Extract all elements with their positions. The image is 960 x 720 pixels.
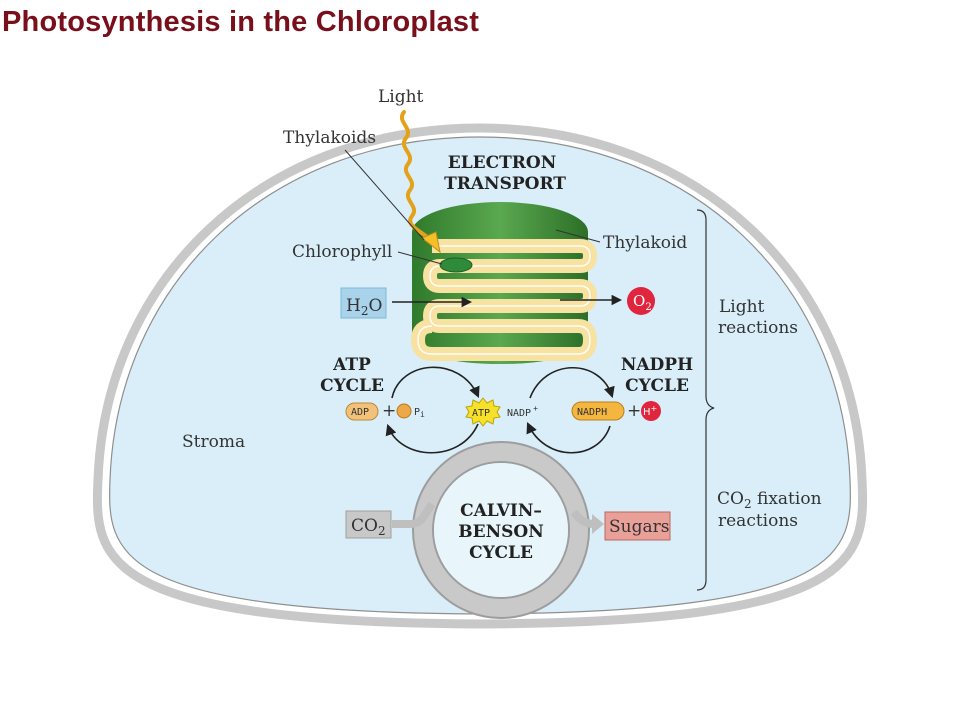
light-arrowhead-icon [421,231,441,254]
co2-fixation-label-1: CO2 fixation [717,489,822,511]
co2-box: CO2 [345,510,392,539]
svg-text:ADP: ADP [351,407,369,418]
electron-transport-label-2: TRANSPORT [444,174,566,194]
atp-cycle-arrow-top [391,366,480,399]
nadph-cycle-arrow-bottom [526,421,611,454]
co2-input-arrow [392,501,436,528]
phosphate-icon [396,403,412,419]
nadp-label: NADP+ [507,404,538,419]
nadph-cycle-label-1: NADPH [621,355,693,375]
calvin-label-1: CALVIN– [460,501,542,521]
thylakoid-label: Thylakoid [603,233,687,253]
svg-text:ATP: ATP [472,408,490,419]
chlorophyll-blob [439,257,473,273]
svg-text:O2: O2 [633,292,652,313]
nadph-cycle-label-2: CYCLE [625,376,689,396]
nadph-cycle-arrow-top [529,366,615,399]
page-title: Photosynthesis in the Chloroplast [2,6,480,38]
stroma-label: Stroma [182,432,245,452]
pi-label: Pi [414,407,425,419]
h2o-box: H2O [340,287,387,319]
thylakoid-leader [555,229,601,243]
calvin-label-3: CYCLE [469,543,533,563]
calvin-benson-ring [412,441,590,619]
light-wave-icon [400,110,432,242]
co2-fixation-label-2: reactions [718,511,798,531]
electron-transport-label-1: ELECTRON [448,153,557,173]
light-label: Light [378,87,424,107]
svg-text:NADPH: NADPH [577,407,607,418]
svg-text:CO2: CO2 [351,516,386,538]
svg-text:Sugars: Sugars [609,517,669,537]
svg-text:H2O: H2O [346,296,382,318]
atp-cycle-label-2: CYCLE [320,376,384,396]
chloroplast-envelope [92,123,868,629]
calvin-label-2: BENSON [458,522,544,542]
chlorophyll-label: Chlorophyll [292,242,392,262]
thylakoid-stack [411,202,597,364]
h-plus-ion: H+ [641,401,661,421]
atp-cycle-label-1: ATP [332,355,371,375]
adp-pill: ADP [345,402,379,421]
co2-fixation-bracket [696,420,707,591]
light-reactions-bracket [696,209,715,421]
sugars-box: Sugars [604,511,671,541]
light-reactions-label-1: Light [719,297,765,317]
thylakoids-label: Thylakoids [283,128,376,148]
atp-cycle-arrow-bottom [385,423,479,454]
svg-text:H+: H+ [643,404,657,418]
plus-1: + [382,401,396,421]
chlorophyll-leader [397,251,443,265]
atp-burst: ATP [465,397,501,427]
nadph-pill: NADPH [571,401,625,421]
plus-2: + [627,401,641,421]
light-reactions-label-2: reactions [718,318,798,338]
thylakoids-leader [344,149,425,241]
o2-molecule: O2 [627,287,655,315]
